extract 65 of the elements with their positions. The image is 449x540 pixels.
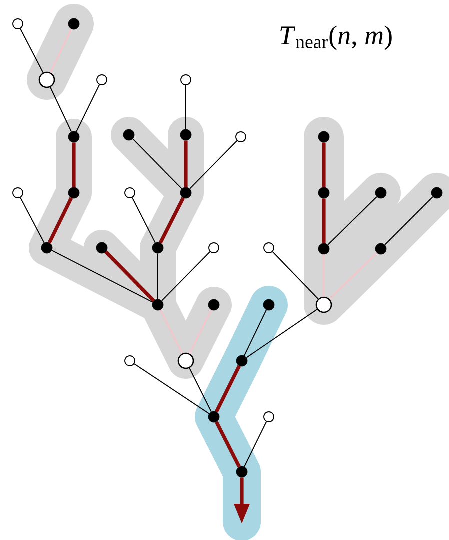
tree-vertex (68, 18, 80, 30)
tree-edge (76, 84, 100, 132)
tree-edge (20, 197, 45, 244)
tree-vertex (236, 355, 248, 367)
tree-edge (132, 138, 182, 190)
tree-edge (214, 421, 242, 468)
tree-edge (384, 196, 434, 246)
tree-vertex (41, 242, 53, 254)
tree-vertex (208, 411, 220, 423)
tree-vertex (96, 242, 108, 254)
tree-vertex (152, 242, 164, 254)
open-vertex (316, 296, 332, 314)
tree-vertex (123, 129, 135, 141)
tree-vertex (263, 299, 275, 311)
tree-edge (50, 86, 72, 132)
tree-edge (158, 197, 186, 244)
candidate-vertex (12, 188, 24, 198)
tree-vertex (375, 243, 387, 255)
candidate-vertex (208, 242, 220, 254)
tree-edge (328, 196, 378, 246)
candidate-vertex (124, 188, 136, 198)
candidate-vertex (264, 242, 274, 254)
tree-edge (329, 252, 378, 300)
tree-vertex (68, 131, 80, 143)
open-vertex (178, 352, 194, 370)
tree-edge (189, 368, 212, 412)
tree-edge (52, 250, 154, 303)
tree-vertex (152, 299, 164, 311)
tree-vertex (68, 187, 80, 199)
tree-edge (322, 142, 326, 188)
tree-vertex (208, 299, 220, 311)
tree-edge (214, 365, 242, 413)
tree-edge (190, 140, 238, 190)
tree-edge (160, 310, 184, 354)
tree-vertex (431, 187, 443, 199)
tree-edge (50, 28, 72, 74)
tree-vertex (318, 243, 330, 255)
tree-edge (188, 310, 212, 354)
tree-vertex (375, 187, 387, 199)
tree-edge (134, 364, 210, 414)
tree-edge (20, 28, 44, 74)
open-vertex (38, 72, 56, 88)
tree-vertex (180, 129, 192, 141)
candidate-vertex (96, 74, 108, 86)
candidate-vertex (124, 356, 136, 366)
tree-vertex (318, 187, 330, 199)
tree-vertex (236, 466, 248, 478)
tree-edge (132, 197, 156, 244)
tree-edge (322, 198, 326, 244)
tree-edge (72, 142, 76, 188)
tree-edge (246, 309, 318, 358)
candidate-vertex (236, 132, 246, 142)
tree-edge (184, 140, 188, 188)
tree-edge (244, 310, 268, 356)
title: T$_{near}$(n, m) (280, 26, 392, 50)
candidate-vertex (12, 18, 24, 30)
tree-edge (272, 251, 319, 300)
tree-edge (162, 251, 211, 302)
tree-vertex (180, 187, 192, 199)
tree-edge (48, 197, 74, 244)
candidate-vertex (264, 412, 274, 422)
candidate-vertex (180, 74, 192, 86)
tree-edge (244, 421, 268, 468)
tree-vertex (318, 131, 330, 143)
tree-edge (104, 250, 156, 302)
